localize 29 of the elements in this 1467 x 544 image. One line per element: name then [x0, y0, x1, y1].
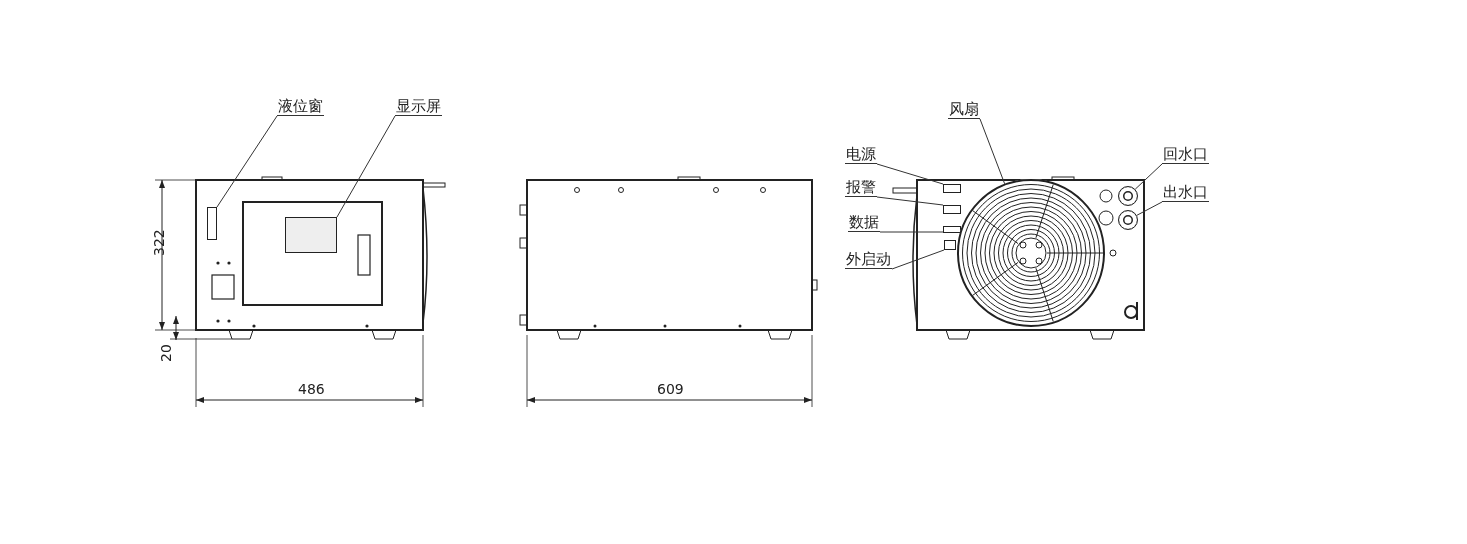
leader-line — [876, 163, 944, 185]
leader-line — [891, 249, 945, 270]
leader-line — [1134, 163, 1163, 190]
dimension-text: 20 — [158, 344, 174, 362]
leader-line — [879, 231, 944, 233]
connector-port — [943, 226, 961, 233]
connector-port — [943, 205, 961, 214]
dimension-text: 322 — [151, 229, 167, 256]
callout-label: 风扇 — [948, 100, 980, 119]
connector-port — [943, 184, 961, 193]
level-window — [207, 207, 217, 240]
water-port — [1118, 186, 1138, 206]
connector-port — [944, 240, 956, 250]
water-port — [1118, 210, 1138, 230]
leader-line — [876, 196, 944, 206]
dimension-text: 609 — [657, 381, 684, 397]
callout-label: 出水口 — [1162, 183, 1209, 202]
dimension-text: 486 — [298, 381, 325, 397]
callout-label: 报警 — [845, 178, 877, 197]
leader-line — [336, 115, 396, 218]
callout-label: 数据 — [848, 213, 880, 232]
callout-label: 外启动 — [845, 250, 892, 269]
callout-label: 回水口 — [1162, 145, 1209, 164]
callout-label: 显示屏 — [395, 97, 442, 116]
callout-label: 液位窗 — [277, 97, 324, 116]
callout-label: 电源 — [845, 145, 877, 164]
leader-line — [979, 118, 1006, 185]
leader-line — [1136, 201, 1163, 216]
display-screen — [285, 217, 337, 253]
